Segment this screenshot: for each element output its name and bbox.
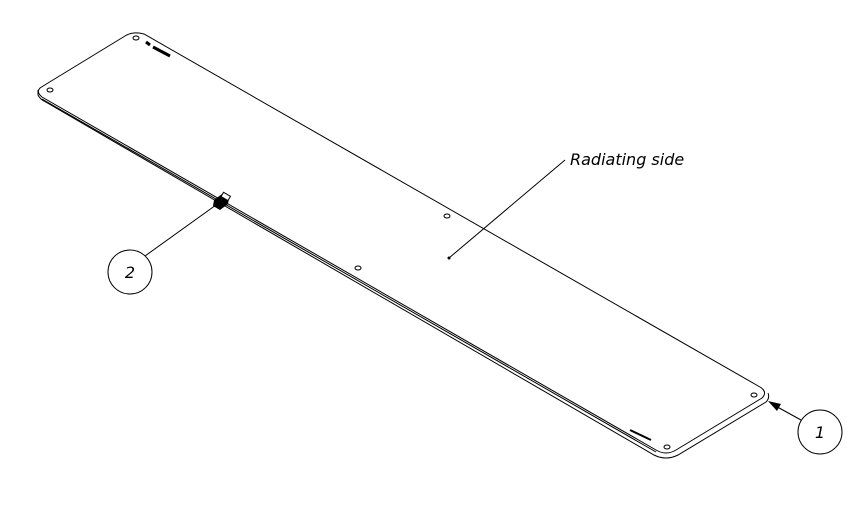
balloon-2-label: 2 (125, 263, 135, 282)
hole (354, 265, 362, 271)
radiating-side-label: Radiating side (570, 150, 684, 169)
hole (132, 35, 140, 41)
plate-top-outline (37, 32, 766, 454)
hole (443, 213, 451, 219)
balloon-1-label: 1 (815, 423, 825, 442)
logo-marking (145, 40, 171, 58)
arrowhead-icon (768, 401, 781, 411)
plate-edge (37, 90, 770, 459)
balloon-2-leader (144, 204, 217, 257)
balloon-2 (107, 249, 153, 295)
hole (663, 444, 671, 450)
mounting-holes (46, 35, 758, 450)
plate (37, 32, 770, 459)
plate-edge-inner (41, 98, 657, 453)
balloon-1 (797, 409, 843, 455)
hole (46, 87, 54, 93)
label-marking (629, 429, 652, 441)
annotation-leader (448, 159, 566, 259)
hole (750, 392, 758, 398)
connector (213, 191, 232, 210)
